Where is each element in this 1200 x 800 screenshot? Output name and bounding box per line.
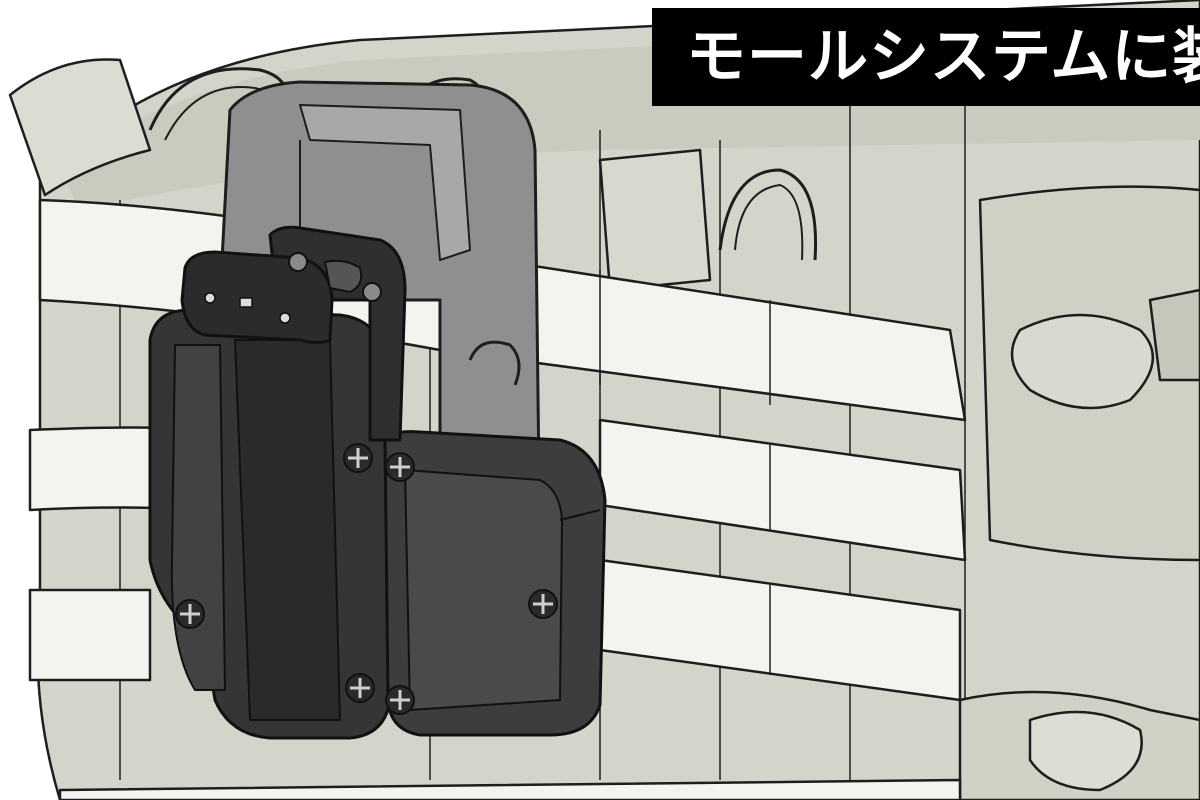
screw-icon — [528, 589, 558, 619]
screw-icon — [385, 452, 415, 482]
caption-text: モールシステムに装着 — [686, 22, 1200, 92]
holster-body — [148, 225, 607, 740]
screw-icon — [343, 443, 373, 473]
caption-banner: モールシステムに装着 — [652, 8, 1200, 106]
holster-screws — [175, 443, 558, 715]
screw-icon — [175, 599, 205, 629]
screw-icon — [385, 685, 415, 715]
screw-icon — [345, 673, 375, 703]
